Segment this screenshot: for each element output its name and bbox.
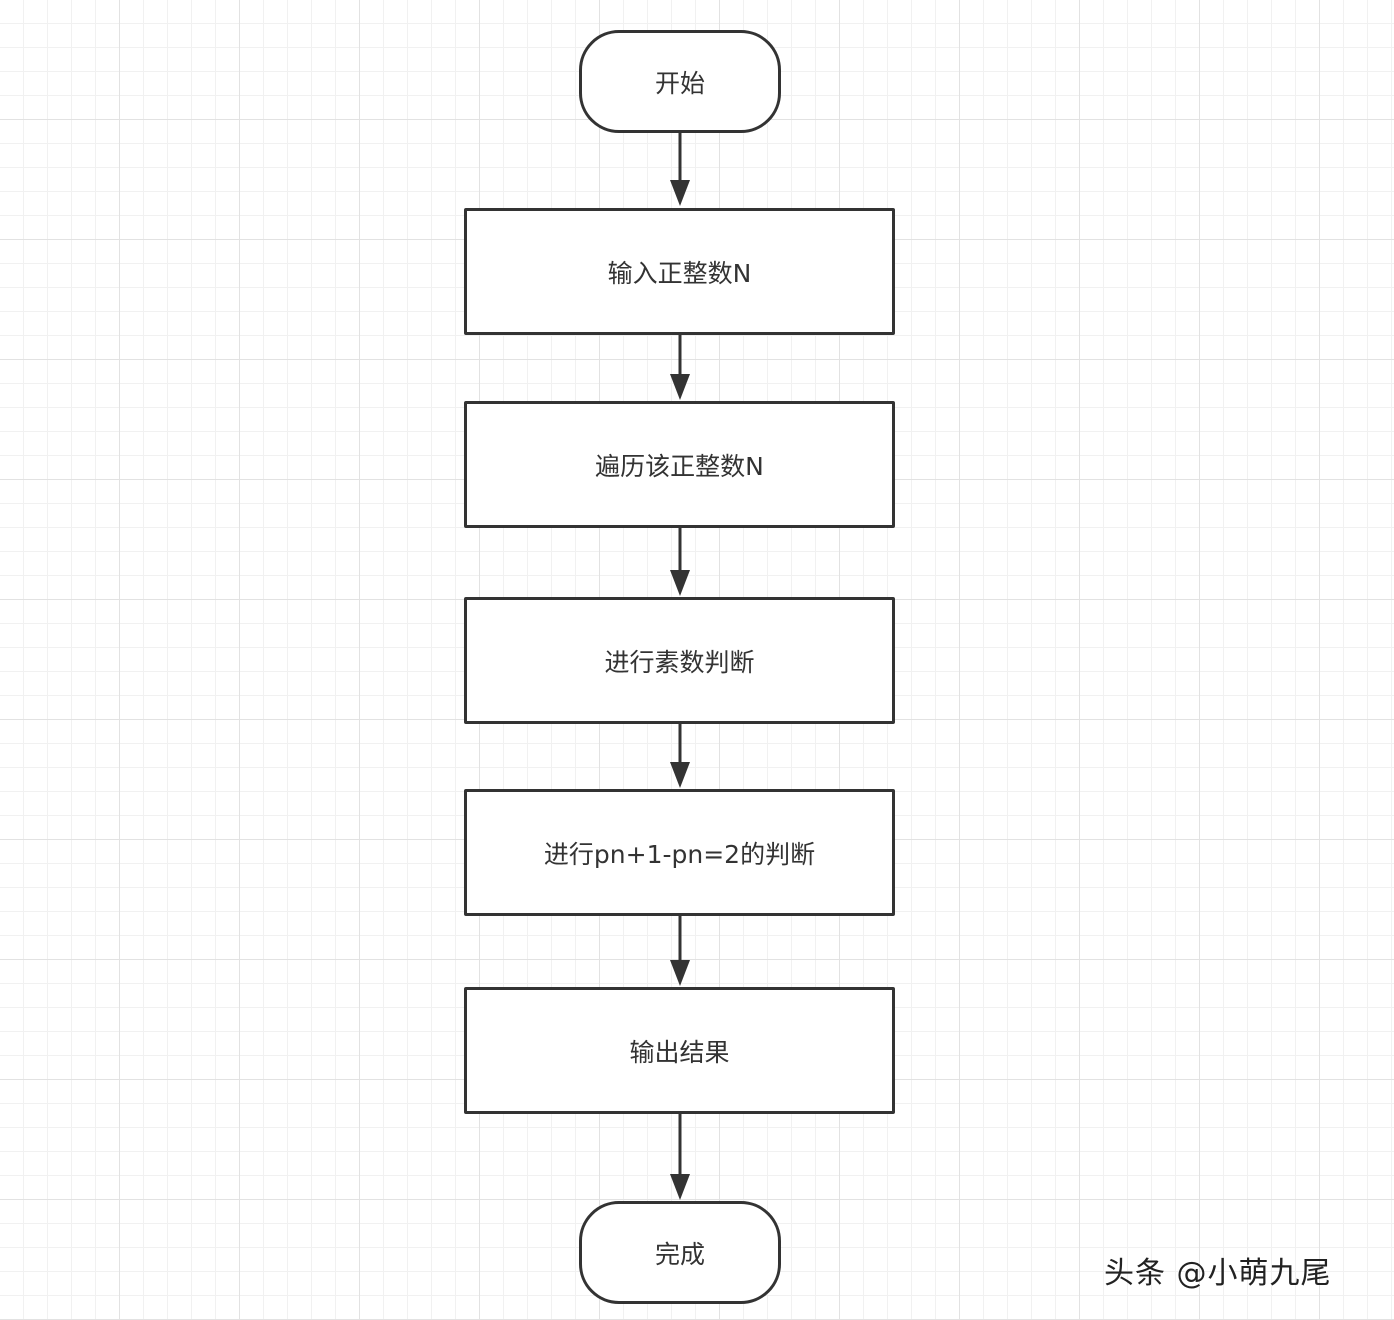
arrowhead-icon — [670, 180, 690, 206]
edge-gap-check-to-output — [670, 915, 690, 986]
arrowhead-icon — [670, 570, 690, 596]
traverse-node: 遍历该正整数N — [464, 401, 895, 528]
end-node-label: 完成 — [654, 1239, 705, 1269]
output-node: 输出结果 — [464, 987, 895, 1114]
prime-check-node: 进行素数判断 — [464, 597, 895, 724]
watermark: 头条 @小萌九尾 — [1104, 1256, 1332, 1291]
start-node-label: 开始 — [654, 68, 705, 98]
edge-input-to-traverse — [670, 334, 690, 400]
arrowhead-icon — [670, 762, 690, 788]
prime-check-node-label: 进行素数判断 — [604, 647, 755, 677]
gap-check-node: 进行pn+1-pn=2的判断 — [464, 789, 895, 916]
input-node: 输入正整数N — [464, 208, 895, 335]
edge-traverse-to-prime-check — [670, 527, 690, 596]
traverse-node-label: 遍历该正整数N — [595, 451, 764, 481]
gap-check-node-label: 进行pn+1-pn=2的判断 — [543, 839, 816, 869]
arrowhead-icon — [670, 1174, 690, 1200]
edge-prime-check-to-gap-check — [670, 723, 690, 788]
arrowhead-icon — [670, 374, 690, 400]
arrowhead-icon — [670, 960, 690, 986]
edge-output-to-end — [670, 1113, 690, 1200]
start-node: 开始 — [579, 30, 781, 133]
output-node-label: 输出结果 — [629, 1037, 730, 1067]
end-node: 完成 — [579, 1201, 781, 1304]
edge-start-to-input — [670, 132, 690, 206]
input-node-label: 输入正整数N — [607, 258, 752, 288]
